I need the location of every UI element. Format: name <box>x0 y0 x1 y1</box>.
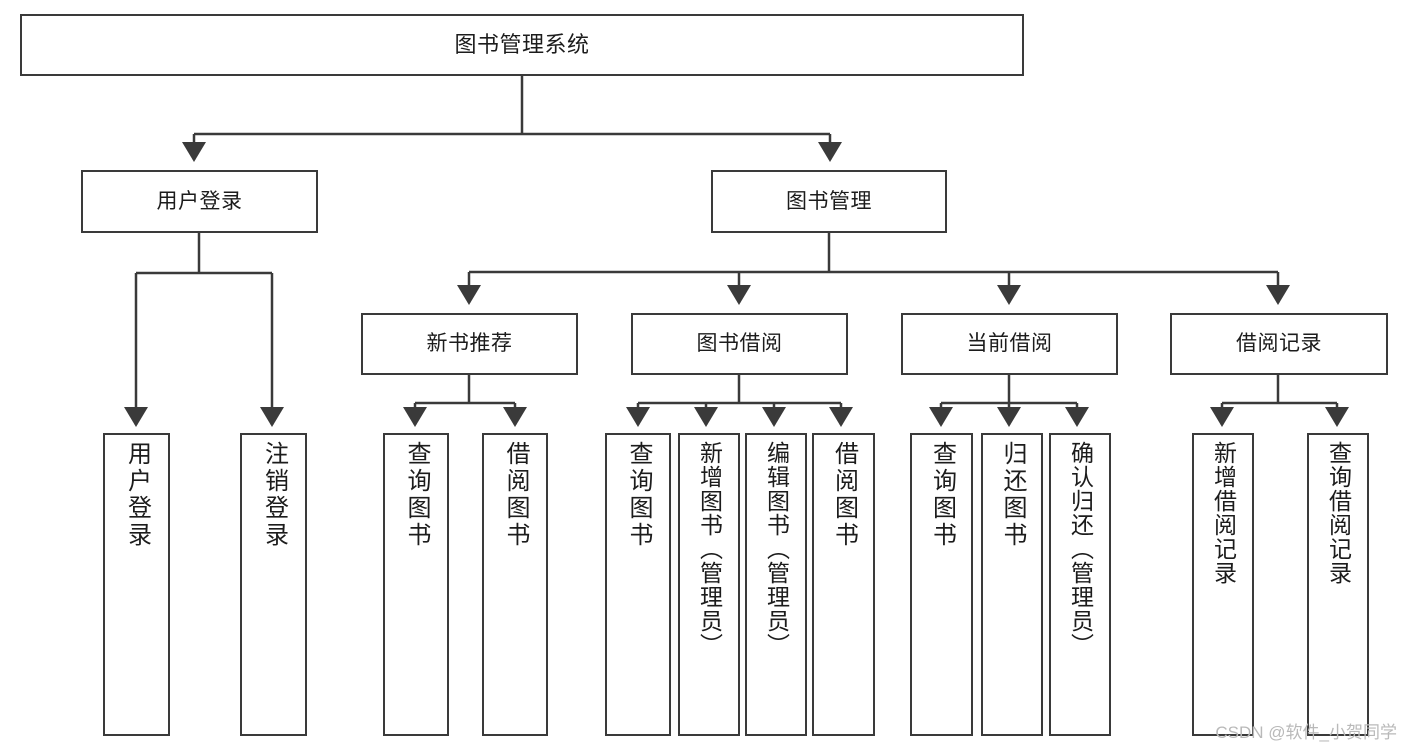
node-borrow-record[interactable]: 借阅记录 <box>1170 313 1388 375</box>
node-leaf-bb-query-label: 查询图书 <box>625 441 652 549</box>
node-book-borrow[interactable]: 图书借阅 <box>631 313 848 375</box>
node-leaf-bb-borrow-label: 借阅图书 <box>830 441 858 549</box>
node-book-manage-label: 图书管理 <box>786 189 872 213</box>
node-leaf-bb-query[interactable]: 查询图书 <box>605 433 671 736</box>
csdn-watermark: CSDN @软件_小贺同学 <box>1215 723 1397 742</box>
node-new-book-rec[interactable]: 新书推荐 <box>361 313 578 375</box>
node-leaf-rec-borrow[interactable]: 借阅图书 <box>482 433 548 736</box>
node-user-login[interactable]: 用户登录 <box>81 170 318 233</box>
node-leaf-rec-borrow-label: 借阅图书 <box>502 441 529 549</box>
node-leaf-bb-edit[interactable]: 编辑图书（管理员） <box>745 433 807 736</box>
node-leaf-user-logout[interactable]: 注销登录 <box>240 433 307 736</box>
node-leaf-bb-edit-label: 编辑图书（管理员） <box>763 441 790 657</box>
node-leaf-bb-borrow[interactable]: 借阅图书 <box>812 433 875 736</box>
node-leaf-br-query-label: 查询借阅记录 <box>1325 441 1352 585</box>
node-leaf-user-logout-label: 注销登录 <box>260 441 288 549</box>
node-leaf-rec-query[interactable]: 查询图书 <box>383 433 449 736</box>
node-leaf-br-add[interactable]: 新增借阅记录 <box>1192 433 1254 736</box>
node-new-book-rec-label: 新书推荐 <box>426 332 513 356</box>
node-leaf-cb-confirm[interactable]: 确认归还（管理员） <box>1049 433 1111 736</box>
node-leaf-cb-query[interactable]: 查询图书 <box>910 433 973 736</box>
node-root[interactable]: 图书管理系统 <box>20 14 1024 76</box>
node-leaf-br-query[interactable]: 查询借阅记录 <box>1307 433 1369 736</box>
node-leaf-cb-confirm-label: 确认归还（管理员） <box>1067 441 1094 657</box>
node-leaf-cb-return-label: 归还图书 <box>999 441 1026 549</box>
node-book-manage[interactable]: 图书管理 <box>711 170 947 233</box>
node-current-borrow-label: 当前借阅 <box>966 332 1053 356</box>
node-current-borrow[interactable]: 当前借阅 <box>901 313 1118 375</box>
node-leaf-cb-return[interactable]: 归还图书 <box>981 433 1043 736</box>
node-leaf-user-login[interactable]: 用户登录 <box>103 433 170 736</box>
node-user-login-label: 用户登录 <box>156 189 243 213</box>
node-leaf-cb-query-label: 查询图书 <box>928 441 956 549</box>
node-leaf-bb-add-label: 新增图书（管理员） <box>696 441 723 657</box>
node-leaf-bb-add[interactable]: 新增图书（管理员） <box>678 433 740 736</box>
node-leaf-rec-query-label: 查询图书 <box>403 441 430 549</box>
node-root-label: 图书管理系统 <box>454 31 590 57</box>
node-leaf-br-add-label: 新增借阅记录 <box>1210 441 1237 585</box>
node-borrow-record-label: 借阅记录 <box>1236 332 1322 356</box>
node-book-borrow-label: 图书借阅 <box>696 332 783 356</box>
node-leaf-user-login-label: 用户登录 <box>123 441 151 549</box>
